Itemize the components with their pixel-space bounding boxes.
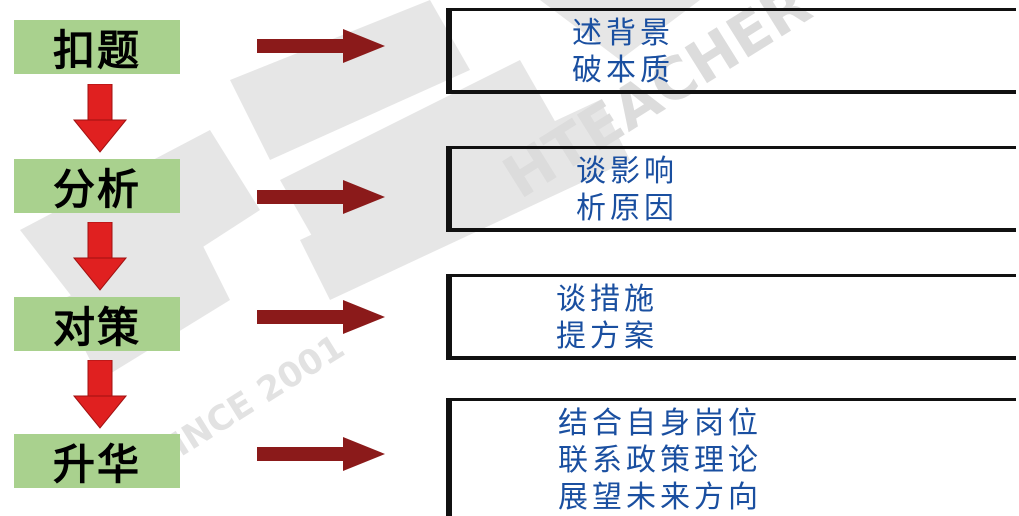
detail-line: 析原因 (576, 191, 678, 226)
detail-line: 破本质 (572, 53, 674, 88)
right-arrow-icon (257, 180, 385, 214)
detail-lines: 谈影响 析原因 (576, 153, 678, 227)
detail-line: 述背景 (572, 16, 674, 51)
detail-line: 联系政策理论 (558, 443, 762, 478)
detail-line: 结合自身岗位 (558, 406, 762, 441)
detail-box-duice: 谈措施 提方案 (446, 274, 1016, 360)
detail-lines: 谈措施 提方案 (556, 281, 658, 355)
detail-line: 谈措施 (556, 282, 658, 317)
down-arrow-icon (72, 360, 128, 429)
detail-line: 谈影响 (576, 154, 678, 189)
step-label-fenxi: 分析 (14, 159, 180, 214)
right-arrow-icon (257, 29, 385, 63)
step-label-duice: 对策 (14, 297, 180, 352)
step-label-shenghua: 升华 (14, 434, 180, 489)
detail-box-fenxi: 谈影响 析原因 (446, 146, 1016, 232)
right-arrow-icon (257, 300, 385, 334)
down-arrow-icon (72, 84, 128, 153)
down-arrow-icon (72, 222, 128, 291)
right-arrow-icon (257, 437, 385, 471)
detail-box-koti: 述背景 破本质 (446, 8, 1016, 94)
detail-lines: 结合自身岗位 联系政策理论 展望未来方向 (558, 405, 762, 516)
detail-box-shenghua: 结合自身岗位 联系政策理论 展望未来方向 (446, 398, 1016, 516)
detail-line: 展望未来方向 (558, 480, 762, 515)
step-label-koti: 扣题 (14, 20, 180, 75)
detail-line: 提方案 (556, 319, 658, 354)
detail-lines: 述背景 破本质 (572, 15, 674, 89)
